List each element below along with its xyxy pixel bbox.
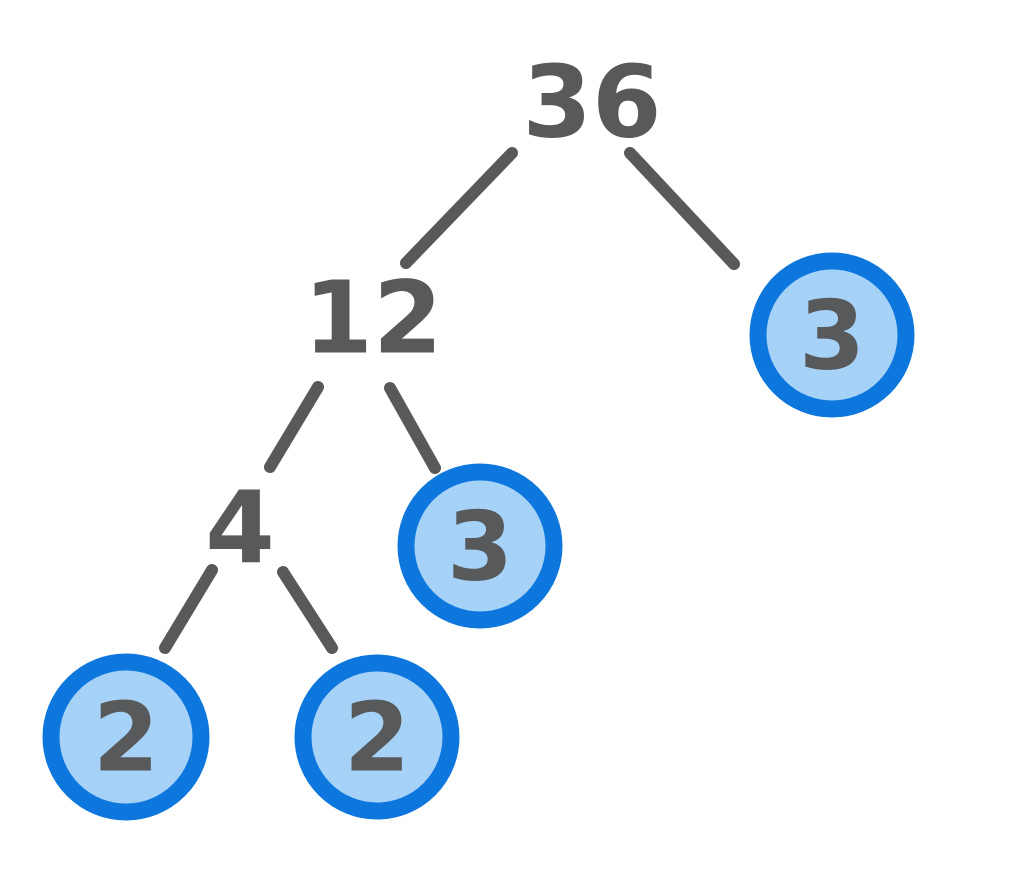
prime-circle-3-middle — [397, 463, 563, 629]
branch-line-4-to-2-right — [277, 566, 338, 654]
factor-label-12: 12 — [303, 260, 442, 377]
prime-label-2-left: 2 — [93, 684, 159, 794]
prime-label-3-middle: 3 — [447, 493, 513, 603]
branch-line-4-to-2-left — [159, 564, 218, 654]
prime-label-3-right: 3 — [799, 282, 865, 392]
branch-line-36-to-12 — [400, 147, 518, 269]
prime-circle-2-right — [294, 654, 460, 820]
prime-label-2-right: 2 — [344, 684, 410, 794]
branch-line-12-to-4 — [264, 381, 324, 473]
prime-circle-3-right — [749, 252, 915, 418]
prime-circle-2-left — [42, 653, 210, 821]
branch-line-12-to-3-middle — [384, 382, 441, 474]
factor-label-36: 36 — [522, 44, 661, 161]
factor-label-4: 4 — [205, 470, 275, 587]
branch-line-36-to-3-right — [624, 147, 740, 270]
